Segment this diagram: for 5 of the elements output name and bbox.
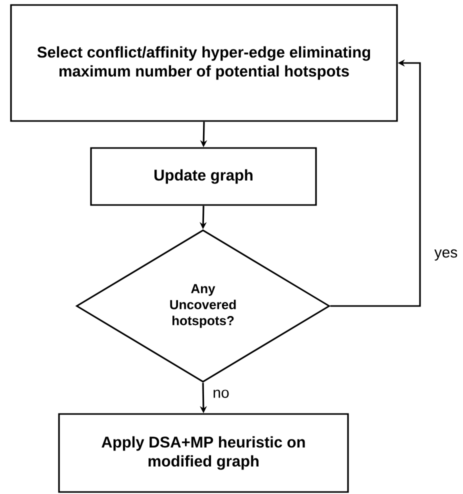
process-box: Apply DSA+MP heuristic on modified graph <box>58 413 349 493</box>
edge-label: yes <box>433 248 459 262</box>
edge-label: no <box>212 388 230 399</box>
process-box: Select conflict/affinity hyper-edge eliminating maximum number of potential hotspots <box>10 4 398 122</box>
process-box: Update graph <box>90 147 317 206</box>
